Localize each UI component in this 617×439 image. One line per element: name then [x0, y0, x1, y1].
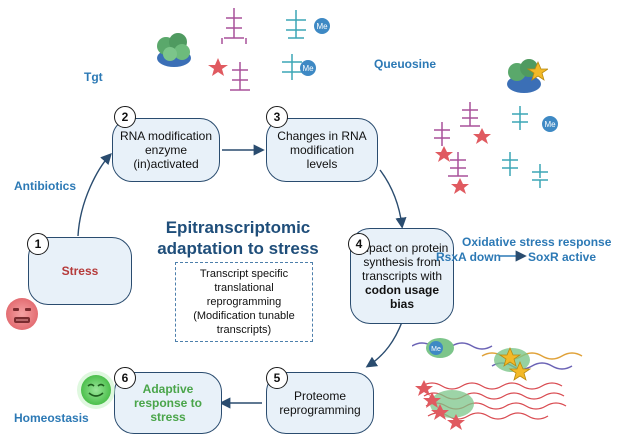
star-icon [435, 146, 453, 162]
star-icon [498, 346, 522, 367]
label-oxidative-stress: Oxidative stress response [462, 235, 612, 249]
step-1-number: 1 [27, 233, 49, 255]
trna-icon: Me Me [208, 8, 330, 91]
protein-enzyme-icon [157, 33, 191, 67]
step-6-number: 6 [114, 367, 136, 389]
arrow-1-to-2 [77, 152, 112, 237]
star-icon [473, 128, 491, 144]
step-4-box: Impact on protein synthesis from transcr… [350, 228, 454, 324]
step-4-number: 4 [348, 233, 370, 255]
step-4-text-bold: codon usage bias [364, 283, 439, 311]
arrow-4-to-5 [365, 321, 403, 368]
diagram-title: Epitranscriptomic adaptation to stress [157, 218, 319, 258]
step-2-text: RNA modification enzyme (in)activated [119, 129, 213, 171]
step-3-number: 3 [266, 106, 288, 128]
step-2-box: RNA modification enzyme (in)activated [112, 118, 220, 182]
arrow-3-to-4 [379, 169, 407, 229]
star-icon [431, 404, 449, 420]
trna-icon: Me [434, 102, 558, 194]
star-icon [526, 60, 548, 81]
star-icon [423, 392, 441, 408]
center-note-box: Transcript specific translational reprog… [175, 262, 313, 342]
label-rsxa-down: RsxA down [436, 250, 501, 264]
methyl-label-ribosome: Me [431, 346, 441, 353]
step-5-number: 5 [266, 367, 288, 389]
happy-face-icon [77, 371, 115, 409]
label-homeostasis: Homeostasis [14, 411, 89, 425]
methyl-label-top-1: Me [316, 22, 328, 31]
label-tgt: Tgt [84, 70, 103, 84]
step-3-text: Changes in RNA modification levels [277, 129, 367, 171]
methyl-label-right: Me [544, 120, 556, 129]
methyl-label-top-2: Me [302, 64, 314, 73]
step-3-box: Changes in RNA modification levels [266, 118, 378, 182]
center-note-text: Transcript specific translational reprog… [193, 268, 295, 336]
star-icon [415, 380, 433, 396]
label-queuosine: Queuosine [374, 57, 437, 71]
ribosome-icon: Me [412, 338, 583, 430]
step-1-text: Stress [61, 264, 99, 278]
star-icon [508, 360, 532, 381]
star-icon [208, 58, 228, 76]
step-4-text: Impact on protein synthesis from transcr… [355, 241, 449, 311]
step-2-number: 2 [114, 106, 136, 128]
label-antibiotics: Antibiotics [14, 179, 76, 193]
label-soxr-active: SoxR active [528, 250, 597, 264]
step-4-text-main: Impact on protein synthesis from transcr… [355, 241, 449, 283]
step-5-text: Proteome reprogramming [279, 389, 361, 417]
star-icon [451, 178, 469, 194]
step-6-text: Adaptive response to stress [133, 382, 202, 424]
star-icon [447, 414, 465, 430]
stressed-face-icon [6, 298, 38, 330]
protein-enzyme-icon [507, 59, 548, 93]
